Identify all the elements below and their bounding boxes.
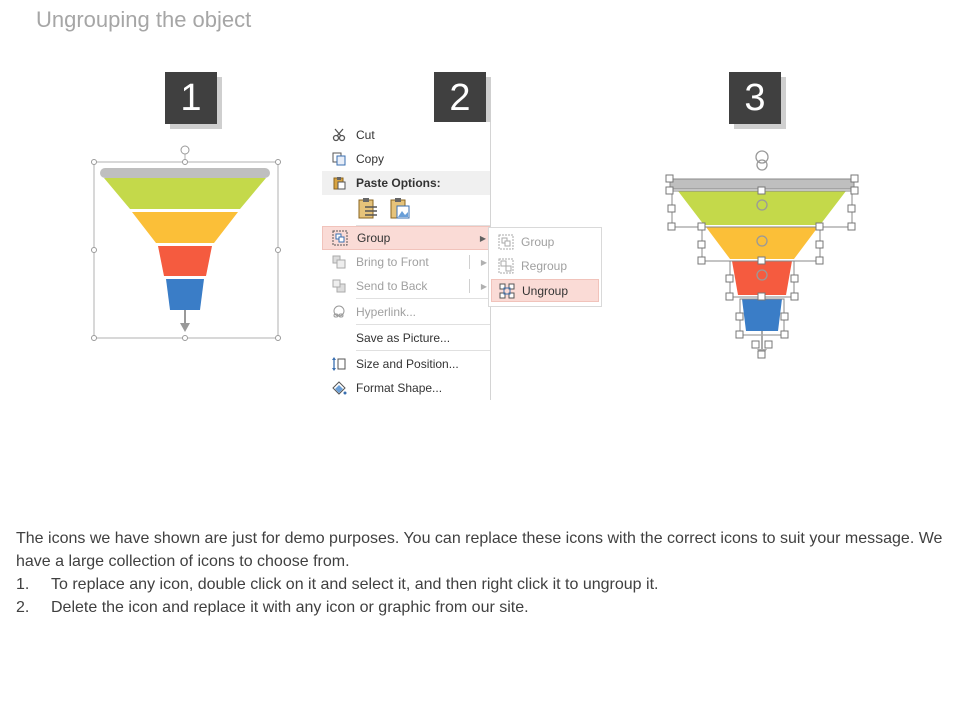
description-intro: The icons we have shown are just for dem… [16, 530, 943, 570]
list-number: 2. [16, 599, 30, 616]
menu-item-send-to-back[interactable]: Send to Back ▶ [322, 274, 490, 298]
list-text: To replace any icon, double click on it … [51, 576, 659, 593]
chevron-right-icon: ▶ [479, 233, 487, 243]
grouped-funnel[interactable] [88, 140, 288, 350]
step-badge-3: 3 [729, 72, 781, 124]
resize-handles[interactable] [91, 159, 281, 341]
clipboard-icon [322, 176, 356, 190]
ungrouped-funnel[interactable] [660, 145, 865, 370]
step-badge-2: 2 [434, 72, 486, 124]
funnel-layer-blue [166, 279, 204, 310]
menu-item-label: Bring to Front [356, 255, 429, 269]
paint-bucket-icon [322, 380, 356, 396]
group-icon [491, 234, 521, 250]
paste-keep-formatting-icon[interactable] [356, 197, 380, 224]
funnel-layer-green [678, 191, 846, 225]
funnel-layer-yellow [706, 227, 818, 259]
menu-item-label: Hyperlink... [356, 305, 417, 319]
list-number: 1. [16, 576, 30, 593]
menu-header-label: Paste Options: [356, 176, 441, 190]
bring-to-front-icon [322, 255, 356, 269]
size-position-icon [322, 356, 356, 372]
paste-picture-icon[interactable] [388, 197, 412, 224]
group-icon [323, 230, 357, 246]
send-to-back-icon [322, 279, 356, 293]
list-text: Delete the icon and replace it with any … [51, 599, 529, 616]
menu-header-paste-options: Paste Options: [322, 171, 490, 195]
page-title: Ungrouping the object [36, 7, 252, 32]
paste-options-row [356, 197, 412, 224]
funnel-layer-yellow [132, 212, 238, 243]
menu-item-save-as-picture[interactable]: Save as Picture... [322, 326, 490, 350]
arrow-down-icon [180, 323, 190, 332]
rotate-handle[interactable] [180, 145, 190, 155]
menu-item-label: Cut [356, 128, 375, 142]
list-item: 1. To replace any icon, double click on … [16, 573, 946, 596]
step-badge-1: 1 [165, 72, 217, 124]
context-menu: Cut Copy Paste Options: Group ▶ Bring to… [322, 122, 491, 400]
copy-icon [322, 152, 356, 166]
regroup-icon [491, 258, 521, 274]
funnel-top-layer [670, 179, 854, 189]
menu-item-hyperlink[interactable]: Hyperlink... [322, 300, 490, 324]
funnel-layer-red [732, 261, 792, 295]
menu-item-label: Format Shape... [356, 381, 443, 395]
menu-item-label: Copy [356, 152, 385, 166]
submenu-item-label: Regroup [521, 258, 568, 273]
submenu-item-group[interactable]: Group [491, 230, 599, 253]
menu-item-bring-to-front[interactable]: Bring to Front ▶ [322, 250, 490, 274]
menu-item-label: Send to Back [356, 279, 428, 293]
chevron-right-icon: ▶ [480, 281, 488, 291]
rotate-handles[interactable] [755, 150, 769, 281]
menu-item-copy[interactable]: Copy [322, 147, 490, 171]
chevron-right-icon: ▶ [480, 257, 488, 267]
scissors-icon [322, 128, 356, 142]
funnel-layer-red [158, 246, 212, 276]
group-submenu: Group Regroup Ungroup [488, 227, 602, 307]
resize-handles[interactable] [665, 174, 859, 359]
submenu-item-regroup[interactable]: Regroup [491, 254, 599, 277]
description: The icons we have shown are just for dem… [16, 527, 946, 619]
funnel-layer-blue [742, 299, 782, 331]
submenu-item-label: Group [521, 234, 555, 249]
menu-item-size-and-position[interactable]: Size and Position... [322, 352, 490, 376]
submenu-item-ungroup[interactable]: Ungroup [491, 279, 599, 302]
link-icon [322, 305, 356, 319]
menu-item-label: Save as Picture... [356, 331, 451, 345]
menu-item-format-shape[interactable]: Format Shape... [322, 376, 490, 400]
funnel-top-layer [100, 168, 270, 178]
menu-item-cut[interactable]: Cut [322, 123, 490, 147]
funnel-layer-green [104, 178, 266, 209]
menu-item-group[interactable]: Group ▶ [322, 226, 490, 250]
menu-item-label: Group [357, 231, 391, 245]
list-item: 2. Delete the icon and replace it with a… [16, 596, 946, 619]
ungroup-icon [492, 283, 522, 299]
menu-item-label: Size and Position... [356, 357, 459, 371]
submenu-item-label: Ungroup [522, 283, 569, 298]
